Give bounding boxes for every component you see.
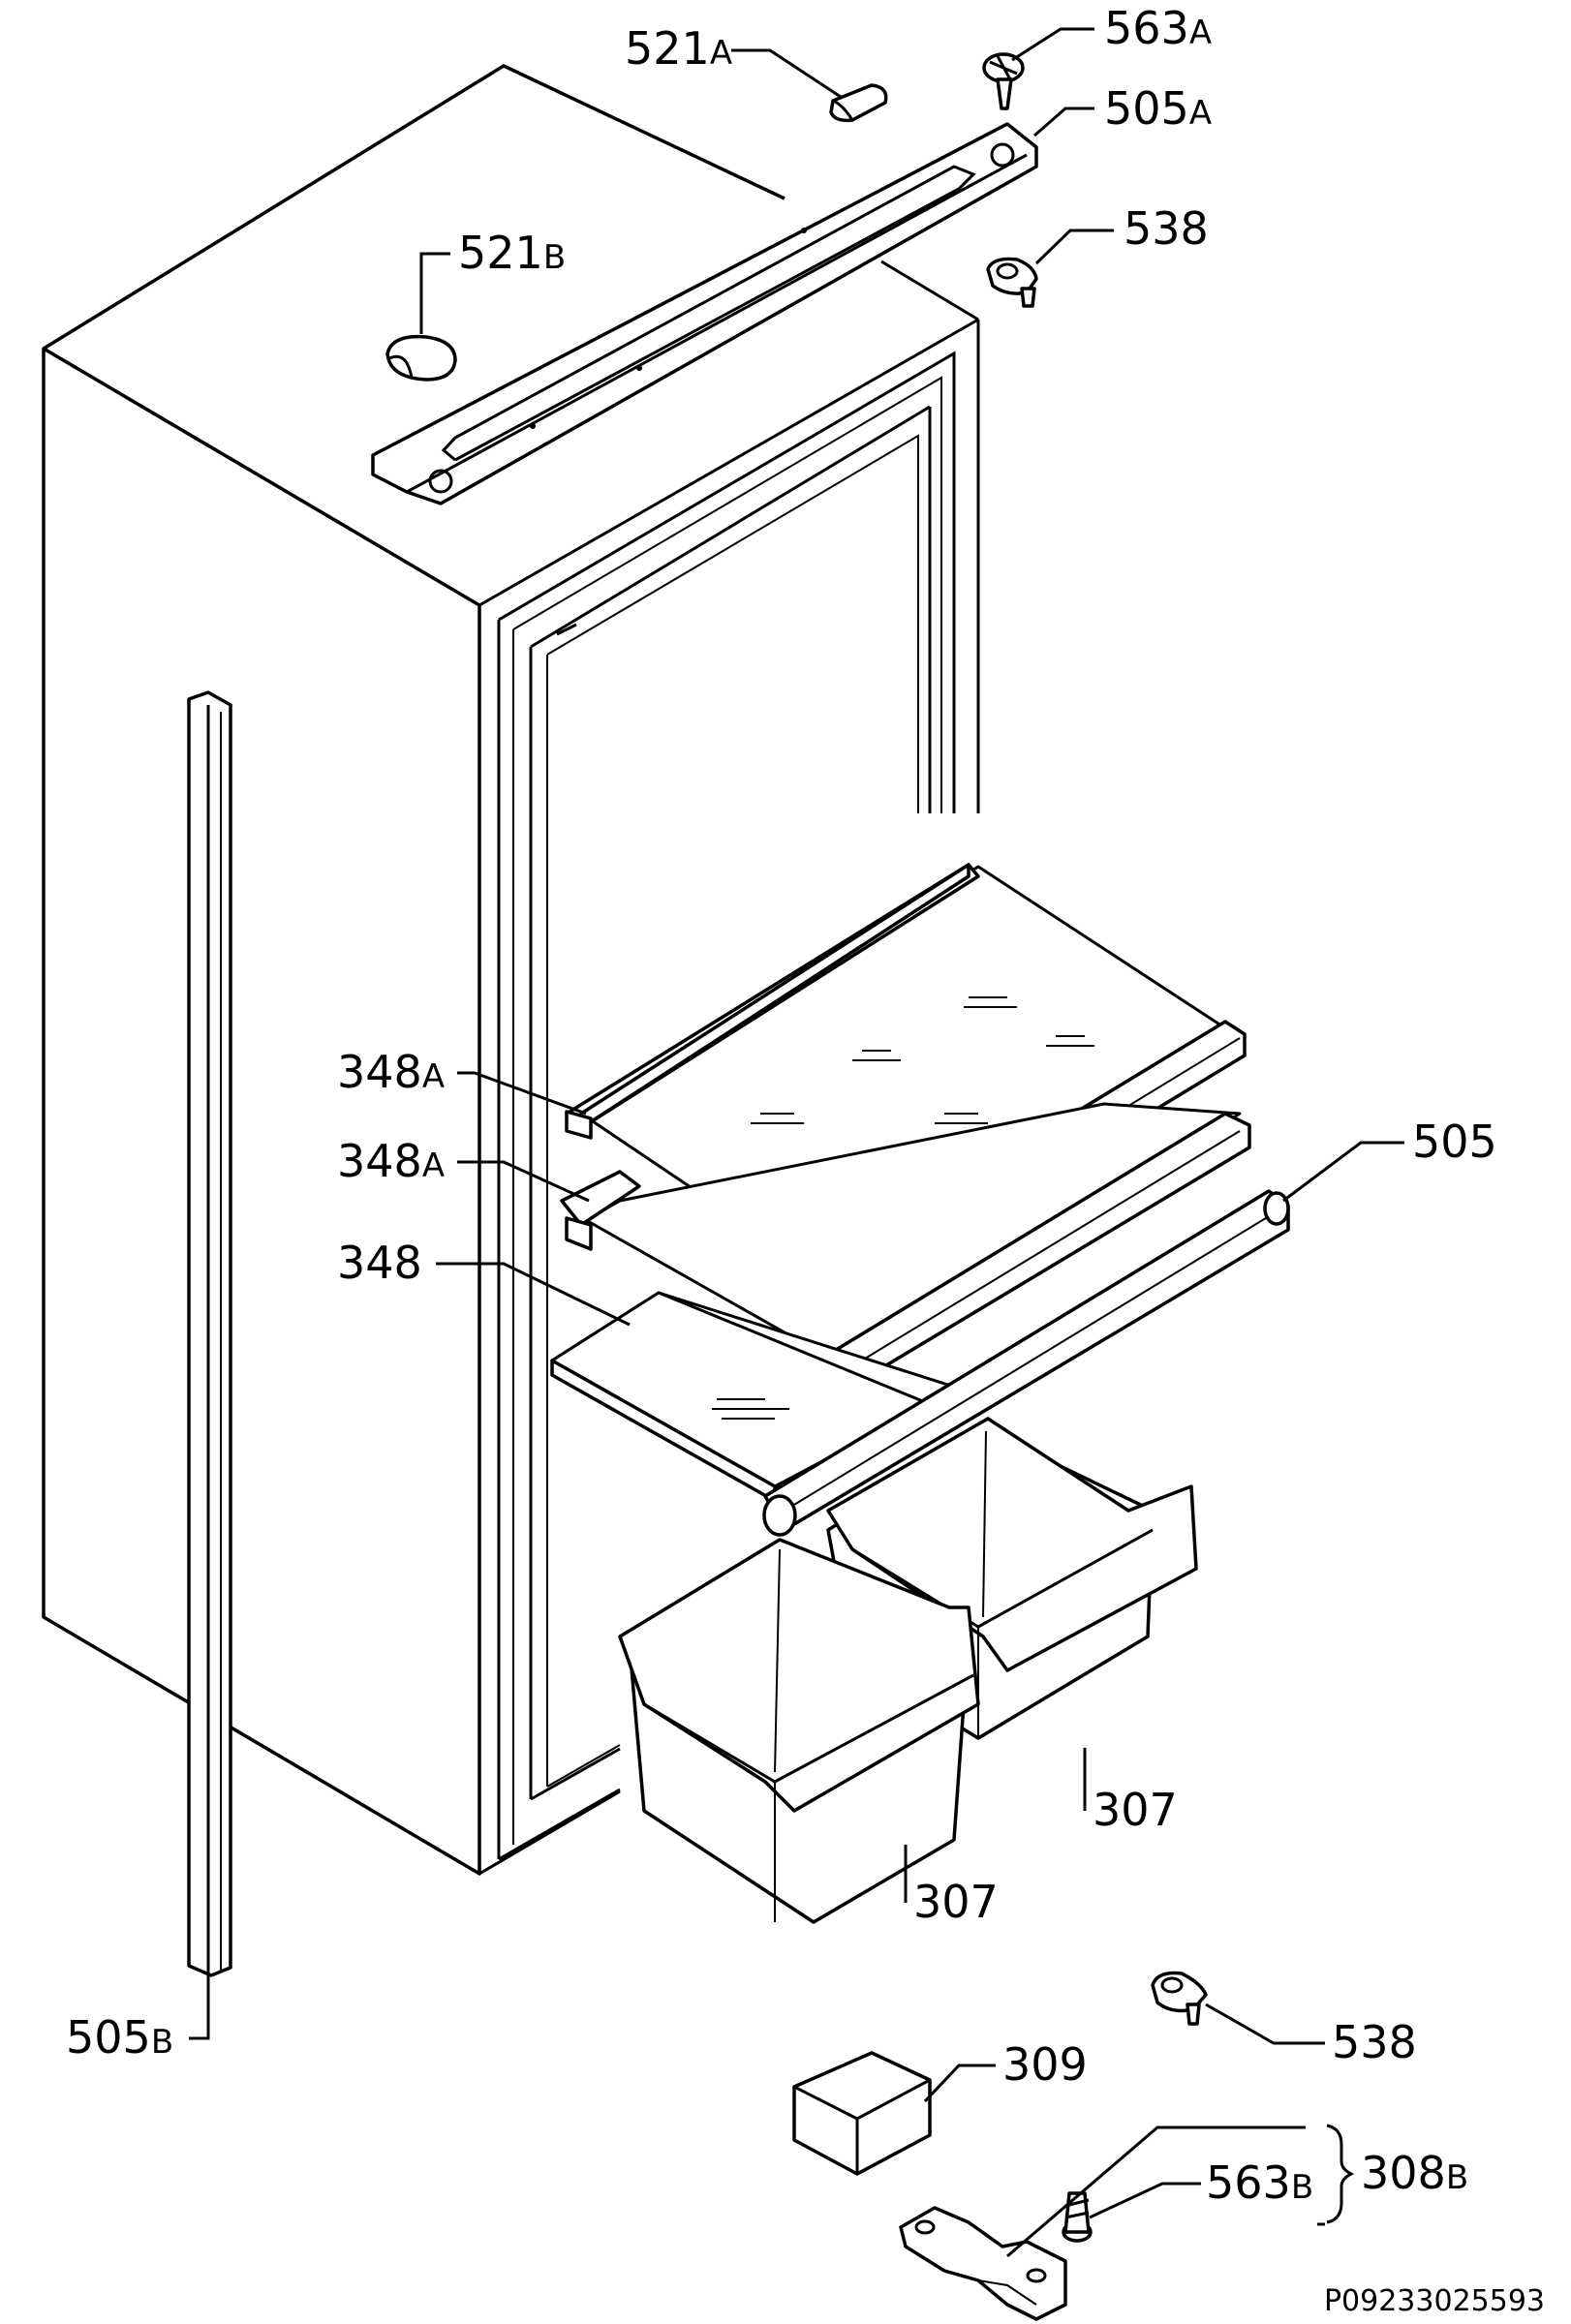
hinge-pin-538-bottom [1151, 1971, 1208, 2026]
label-563b: 563B [1206, 2156, 1313, 2209]
shelf-348-glass [550, 1291, 980, 1503]
top-plinth-505a [371, 122, 1038, 505]
part-labels: 521A 563A 505A 538 521B 348A 348A 348 50… [66, 2, 1497, 2209]
screw-563b [1062, 2191, 1093, 2243]
fridge-cabinet [42, 64, 980, 1876]
label-505: 505 [1412, 1116, 1497, 1168]
document-reference: P09233025593 [1324, 2284, 1545, 2318]
leader-lines [189, 27, 1404, 2258]
hinge-bracket-308b [899, 2206, 1067, 2321]
screw-563a [982, 52, 1025, 110]
label-348a-2: 348A [337, 1135, 445, 1187]
label-505b: 505B [66, 2011, 173, 2064]
shelf-348a-middle [560, 1102, 1251, 1396]
seal-strip-505 [762, 1189, 1290, 1537]
label-563a: 563A [1104, 2, 1212, 54]
label-521b: 521B [458, 227, 566, 279]
label-309: 309 [1002, 2038, 1088, 2091]
label-307-left: 307 [913, 1876, 999, 1928]
label-538-bottom: 538 [1332, 2016, 1417, 2068]
cap-521a [829, 83, 888, 123]
label-521a: 521A [625, 22, 732, 75]
label-348a-1: 348A [337, 1046, 445, 1098]
label-307-right: 307 [1093, 1784, 1178, 1836]
label-308b: 308B [1361, 2147, 1468, 2199]
block-309 [792, 2051, 932, 2176]
hinge-pin-538-top [986, 257, 1038, 308]
door-strip-505b [187, 690, 232, 1977]
crisper-drawer-307-left [618, 1538, 980, 1924]
label-348: 348 [337, 1237, 422, 1289]
cap-521b [385, 334, 457, 382]
label-538-top: 538 [1124, 202, 1209, 255]
label-505a: 505A [1104, 82, 1212, 135]
